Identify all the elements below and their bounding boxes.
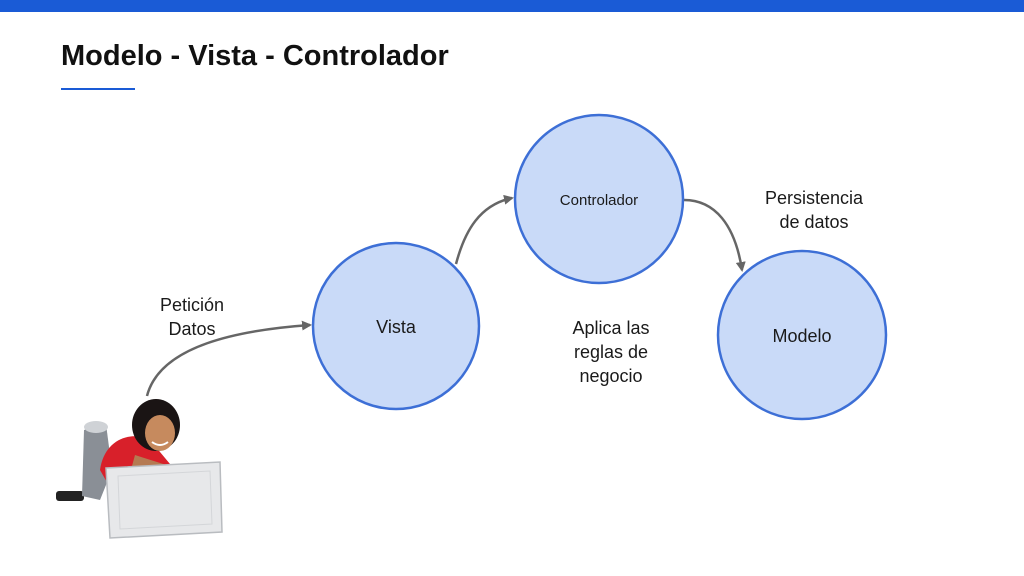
note-line: de datos xyxy=(779,212,849,232)
note-line: Datos xyxy=(168,319,216,339)
top-accent-bar xyxy=(0,0,1024,12)
note-reglas-negocio: Aplica las reglas de negocio xyxy=(546,316,676,388)
arrow-vista-to-controlador xyxy=(454,194,514,265)
note-line: Aplica las xyxy=(572,318,650,338)
node-controlador-label: Controlador xyxy=(560,192,638,209)
note-persistencia: Persistencia de datos xyxy=(744,186,884,234)
user-illustration xyxy=(56,399,223,539)
node-modelo: Modelo xyxy=(716,249,888,421)
page-title: Modelo - Vista - Controlador xyxy=(61,40,449,72)
note-line: Petición xyxy=(159,295,225,315)
node-controlador: Controlador xyxy=(513,113,685,285)
note-peticion-datos: Petición Datos xyxy=(130,293,254,341)
note-line: Persistencia xyxy=(764,188,864,208)
node-vista-label: Vista xyxy=(376,317,417,337)
title-underline xyxy=(61,88,135,90)
node-modelo-label: Modelo xyxy=(772,326,831,346)
arrow-controlador-to-modelo xyxy=(683,198,746,272)
shoe-shape xyxy=(56,491,84,501)
laptop-shape xyxy=(105,461,223,539)
note-line: negocio xyxy=(579,366,643,386)
node-vista: Vista xyxy=(311,241,481,411)
note-line: reglas de xyxy=(573,342,649,362)
arrow-user-to-vista xyxy=(145,320,312,397)
legs-shape xyxy=(82,424,112,500)
